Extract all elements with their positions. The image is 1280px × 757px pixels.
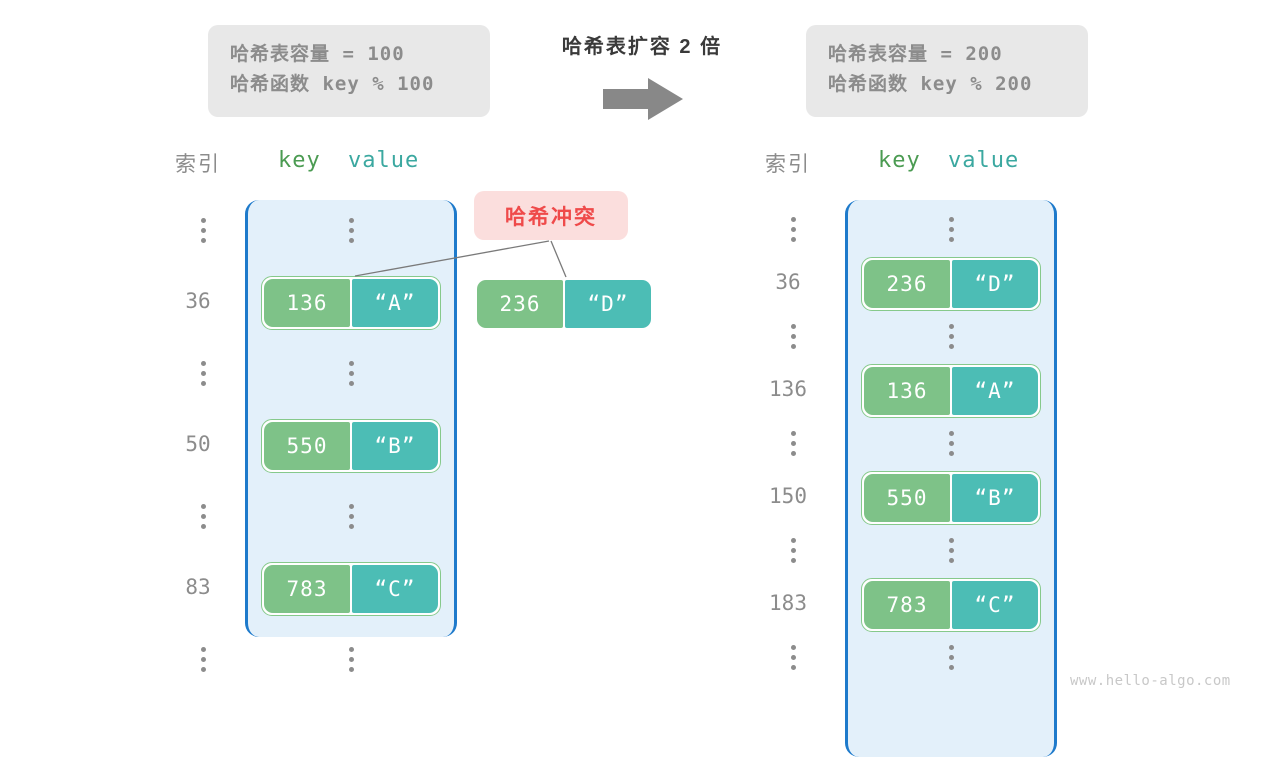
table-entry[interactable]: 236“D” [861, 256, 1041, 311]
entry-key: 783 [264, 564, 350, 613]
index-ellipsis [786, 324, 800, 349]
index-ellipsis [196, 647, 210, 672]
index-ellipsis [196, 361, 210, 386]
after-index-header: 索引 [765, 153, 811, 176]
entry-key: 550 [864, 473, 950, 522]
colliding-entry-key: 236 [477, 280, 563, 328]
entry-key: 783 [864, 580, 950, 629]
entry-key: 236 [864, 259, 950, 308]
row-index: 50 [185, 431, 211, 456]
entry-key: 136 [264, 278, 350, 327]
entry-value: “D” [952, 259, 1038, 308]
colliding-entry[interactable]: 236 “D” [474, 277, 654, 331]
row-index: 36 [775, 269, 801, 294]
table-entry[interactable]: 783“C” [861, 577, 1041, 632]
row-ellipsis [344, 504, 358, 529]
row-ellipsis [344, 647, 358, 672]
entry-value: “C” [952, 580, 1038, 629]
after-capacity-line: 哈希表容量 = 200 [828, 43, 1003, 65]
collision-badge: 哈希冲突 [474, 191, 628, 240]
row-index: 36 [185, 288, 211, 313]
row-ellipsis [344, 218, 358, 243]
row-ellipsis [944, 324, 958, 349]
before-hash-line: 哈希函数 key % 100 [230, 73, 435, 95]
before-capacity-line: 哈希表容量 = 100 [230, 43, 405, 65]
table-entry[interactable]: 550“B” [261, 418, 441, 473]
entry-key: 550 [264, 421, 350, 470]
entry-value: “A” [952, 366, 1038, 415]
index-ellipsis [786, 538, 800, 563]
table-entry[interactable]: 136“A” [861, 363, 1041, 418]
watermark: www.hello-algo.com [1070, 673, 1231, 689]
before-value-header: value [348, 148, 420, 173]
entry-value: “A” [352, 278, 438, 327]
row-ellipsis [944, 431, 958, 456]
right-arrow-icon [603, 78, 683, 120]
table-entry[interactable]: 550“B” [861, 470, 1041, 525]
index-ellipsis [786, 217, 800, 242]
entry-value: “C” [352, 564, 438, 613]
row-index: 136 [769, 376, 807, 401]
index-ellipsis [786, 431, 800, 456]
after-info-box: 哈希表容量 = 200 哈希函数 key % 200 [806, 25, 1088, 117]
row-ellipsis [944, 538, 958, 563]
row-index: 150 [769, 483, 807, 508]
transition-caption: 哈希表扩容 2 倍 [561, 36, 723, 58]
row-ellipsis [344, 361, 358, 386]
colliding-entry-value: “D” [565, 280, 651, 328]
before-index-header: 索引 [175, 153, 221, 176]
table-entry[interactable]: 136“A” [261, 275, 441, 330]
after-key-header: key [878, 148, 921, 173]
table-entry[interactable]: 783“C” [261, 561, 441, 616]
diagram-canvas: 哈希表容量 = 100 哈希函数 key % 100 哈希表扩容 2 倍 哈希表… [175, 25, 1231, 757]
after-hash-line: 哈希函数 key % 200 [828, 73, 1033, 95]
before-info-box: 哈希表容量 = 100 哈希函数 key % 100 [208, 25, 490, 117]
index-ellipsis [786, 645, 800, 670]
before-key-header: key [278, 148, 321, 173]
row-index: 183 [769, 590, 807, 615]
entry-key: 136 [864, 366, 950, 415]
entry-value: “B” [352, 421, 438, 470]
entry-value: “B” [952, 473, 1038, 522]
row-ellipsis [944, 217, 958, 242]
row-ellipsis [944, 645, 958, 670]
row-index: 83 [185, 574, 211, 599]
index-ellipsis [196, 504, 210, 529]
index-ellipsis [196, 218, 210, 243]
after-value-header: value [948, 148, 1020, 173]
